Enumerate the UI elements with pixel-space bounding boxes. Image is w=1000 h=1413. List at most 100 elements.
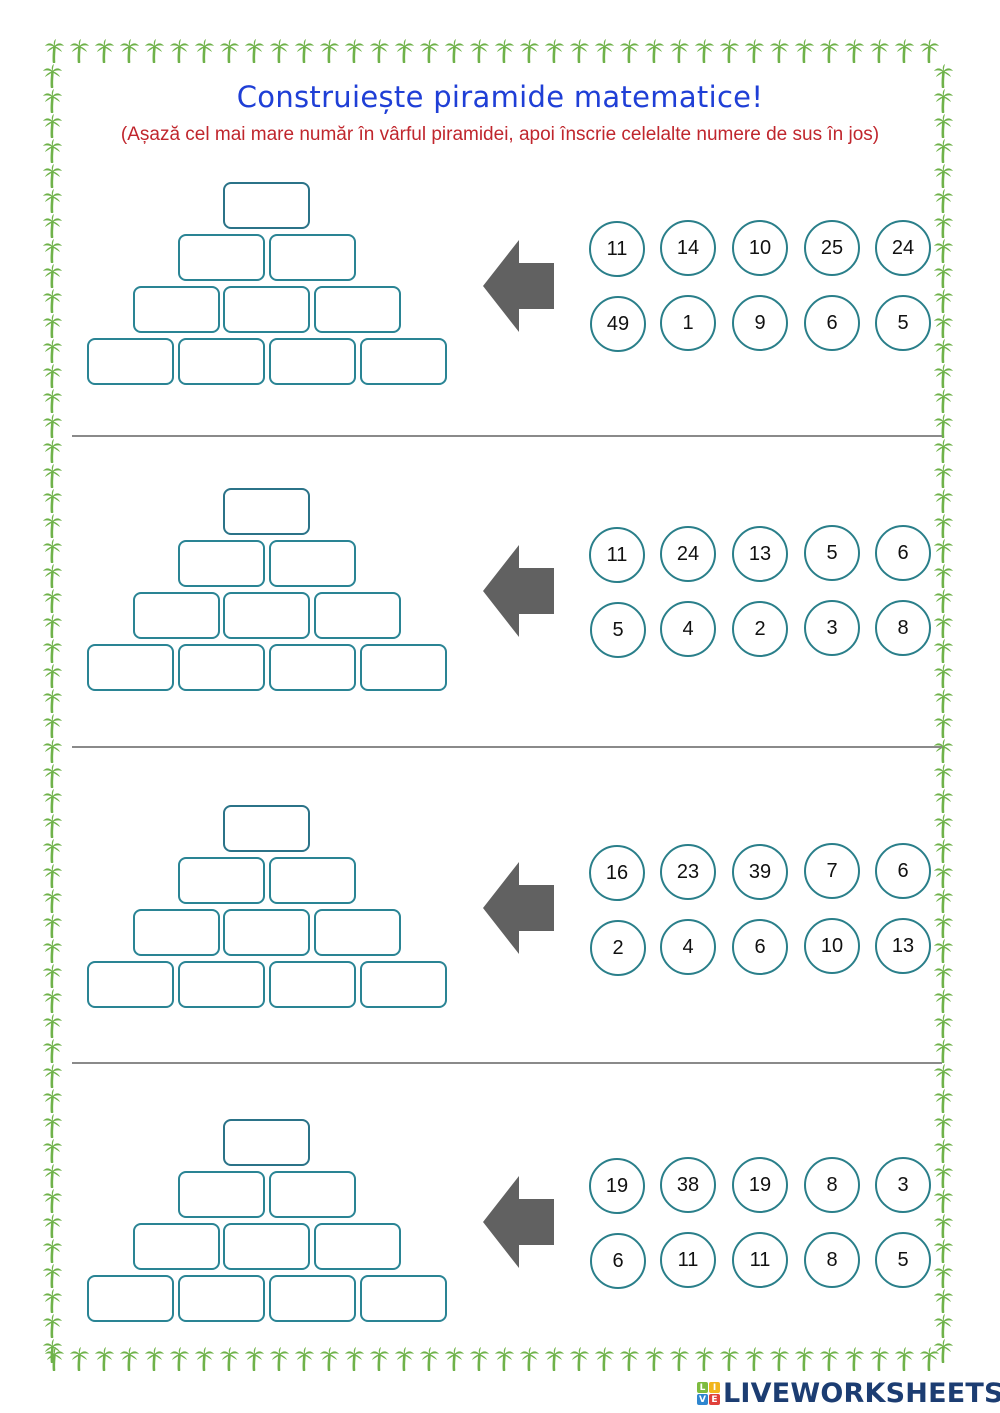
number-bubble[interactable]: 7: [804, 843, 860, 899]
number-bubble[interactable]: 6: [804, 295, 860, 351]
number-bubble[interactable]: 9: [732, 295, 788, 351]
palm-tree-icon: [570, 1347, 589, 1371]
palm-tree-icon: [934, 639, 953, 663]
number-bubble[interactable]: 19: [732, 1157, 788, 1213]
palm-tree-icon: [934, 1039, 953, 1063]
pyramid-brick[interactable]: [269, 234, 356, 281]
palm-tree-icon: [43, 1289, 62, 1313]
palm-tree-icon: [395, 1347, 414, 1371]
palm-border-left: [40, 63, 65, 1363]
number-bubble[interactable]: 5: [875, 1232, 931, 1288]
pyramid-top-brick[interactable]: [223, 805, 310, 852]
pyramid-brick[interactable]: [360, 1275, 447, 1322]
palm-tree-icon: [43, 539, 62, 563]
number-bubble[interactable]: 10: [732, 220, 788, 276]
pyramid-brick[interactable]: [269, 540, 356, 587]
pyramid-brick[interactable]: [178, 338, 265, 385]
pyramid-brick[interactable]: [133, 286, 220, 333]
number-bubble[interactable]: 25: [804, 220, 860, 276]
number-bubble[interactable]: 1: [660, 295, 716, 351]
palm-tree-icon: [695, 1347, 714, 1371]
number-bubble[interactable]: 23: [660, 844, 716, 900]
pyramid-brick[interactable]: [269, 1275, 356, 1322]
pyramid-brick[interactable]: [314, 592, 401, 639]
number-bubble[interactable]: 19: [589, 1158, 645, 1214]
pyramid-brick[interactable]: [269, 644, 356, 691]
pyramid-brick[interactable]: [178, 1275, 265, 1322]
number-bubble[interactable]: 6: [875, 525, 931, 581]
number-bubble[interactable]: 8: [875, 600, 931, 656]
number-bubble[interactable]: 2: [590, 920, 646, 976]
number-bubble[interactable]: 11: [660, 1232, 716, 1288]
pyramid-brick[interactable]: [269, 338, 356, 385]
pyramid-brick[interactable]: [223, 1223, 310, 1270]
pyramid-brick[interactable]: [87, 644, 174, 691]
pyramid-brick[interactable]: [178, 1171, 265, 1218]
pyramid-brick[interactable]: [178, 644, 265, 691]
pyramid-brick[interactable]: [178, 234, 265, 281]
number-bubble[interactable]: 4: [660, 919, 716, 975]
number-bubble[interactable]: 3: [875, 1157, 931, 1213]
number-bubble[interactable]: 14: [660, 220, 716, 276]
pyramid-brick[interactable]: [269, 1171, 356, 1218]
pyramid-brick[interactable]: [360, 961, 447, 1008]
number-bubble[interactable]: 11: [589, 527, 645, 583]
number-bubble[interactable]: 4: [660, 601, 716, 657]
pyramid-brick[interactable]: [223, 286, 310, 333]
pyramid-brick[interactable]: [223, 909, 310, 956]
pyramid-brick[interactable]: [133, 592, 220, 639]
palm-tree-icon: [43, 1189, 62, 1213]
number-bubble[interactable]: 11: [732, 1232, 788, 1288]
number-bubble[interactable]: 24: [875, 220, 931, 276]
pyramid-brick[interactable]: [133, 1223, 220, 1270]
number-bubble[interactable]: 13: [732, 526, 788, 582]
number-bubble[interactable]: 11: [589, 221, 645, 277]
palm-tree-icon: [70, 39, 89, 63]
palm-tree-icon: [934, 289, 953, 313]
pyramid-brick[interactable]: [133, 909, 220, 956]
pyramid-brick[interactable]: [314, 1223, 401, 1270]
number-bubble[interactable]: 39: [732, 844, 788, 900]
pyramid-brick[interactable]: [269, 961, 356, 1008]
pyramid-brick[interactable]: [178, 857, 265, 904]
pyramid-brick[interactable]: [178, 540, 265, 587]
pyramid-top-brick[interactable]: [223, 488, 310, 535]
number-bubble[interactable]: 6: [875, 843, 931, 899]
palm-tree-icon: [934, 564, 953, 588]
number-bubble[interactable]: 49: [590, 296, 646, 352]
pyramid-brick[interactable]: [314, 286, 401, 333]
palm-tree-icon: [934, 489, 953, 513]
palm-tree-icon: [43, 189, 62, 213]
palm-tree-icon: [795, 39, 814, 63]
number-bubble[interactable]: 38: [660, 1157, 716, 1213]
palm-tree-icon: [170, 39, 189, 63]
number-bubble[interactable]: 8: [804, 1232, 860, 1288]
pyramid-brick[interactable]: [314, 909, 401, 956]
number-bubble[interactable]: 3: [804, 600, 860, 656]
pyramid-brick[interactable]: [269, 857, 356, 904]
pyramid-brick[interactable]: [360, 338, 447, 385]
palm-tree-icon: [43, 1114, 62, 1138]
number-bubble[interactable]: 13: [875, 918, 931, 974]
exercise-4: 19 38 19 8 3 6 11 11 8 5: [0, 1117, 1000, 1367]
number-bubble[interactable]: 24: [660, 526, 716, 582]
pyramid-top-brick[interactable]: [223, 1119, 310, 1166]
number-bubble[interactable]: 10: [804, 918, 860, 974]
number-bubble[interactable]: 6: [590, 1233, 646, 1289]
palm-tree-icon: [934, 914, 953, 938]
number-bubble[interactable]: 5: [590, 602, 646, 658]
pyramid-brick[interactable]: [360, 644, 447, 691]
number-bubble[interactable]: 8: [804, 1157, 860, 1213]
pyramid-brick[interactable]: [87, 1275, 174, 1322]
pyramid-brick[interactable]: [223, 592, 310, 639]
pyramid-brick[interactable]: [87, 961, 174, 1008]
number-bubble[interactable]: 5: [875, 295, 931, 351]
pyramid-brick[interactable]: [178, 961, 265, 1008]
number-bubble[interactable]: 5: [804, 525, 860, 581]
liveworksheets-logo[interactable]: L I V E LIVEWORKSHEETS: [697, 1378, 1000, 1409]
number-bubble[interactable]: 6: [732, 919, 788, 975]
pyramid-top-brick[interactable]: [223, 182, 310, 229]
pyramid-brick[interactable]: [87, 338, 174, 385]
number-bubble[interactable]: 16: [589, 845, 645, 901]
number-bubble[interactable]: 2: [732, 601, 788, 657]
